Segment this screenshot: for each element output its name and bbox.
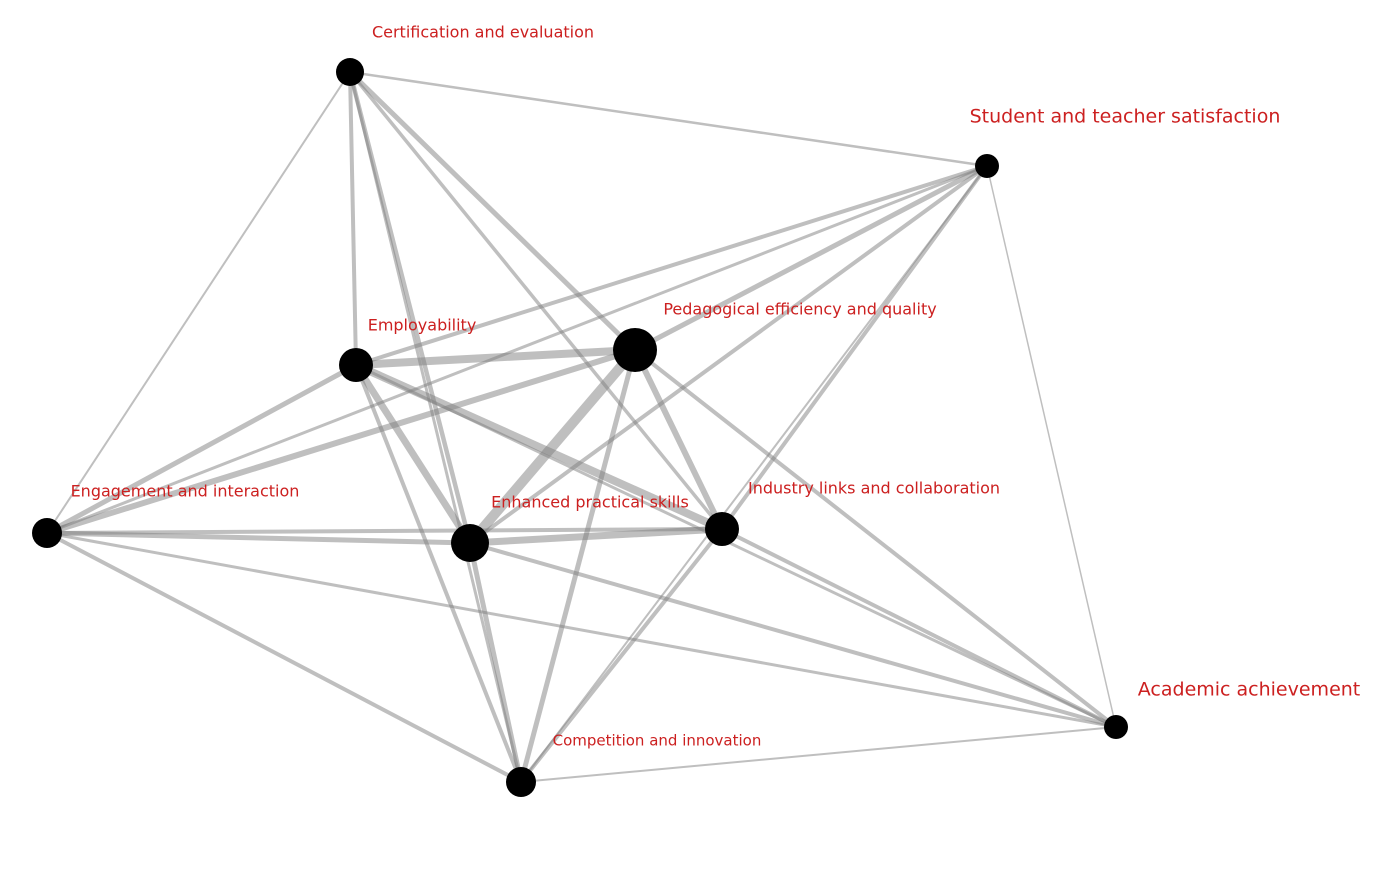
edge-enhanced_practical-academic bbox=[469, 541, 1117, 729]
edge-pedagogical-competition bbox=[518, 349, 638, 783]
edge-employability-competition bbox=[354, 364, 523, 783]
edge-industry_links-competition bbox=[519, 527, 724, 784]
node-industry_links bbox=[705, 512, 739, 546]
node-enhanced_practical bbox=[451, 524, 489, 562]
edge-student_satisfaction-enhanced_practical bbox=[468, 164, 989, 545]
edge-student_satisfaction-pedagogical bbox=[633, 163, 989, 353]
node-label-academic: Academic achievement bbox=[1138, 679, 1361, 701]
edge-pedagogical-engagement bbox=[46, 347, 636, 536]
node-label-industry_links: Industry links and collaboration bbox=[748, 479, 1000, 498]
edge-employability-industry_links bbox=[354, 361, 724, 533]
edge-certification-competition bbox=[348, 71, 523, 783]
node-certification bbox=[336, 58, 364, 86]
edge-student_satisfaction-engagement bbox=[46, 164, 988, 535]
edge-certification-engagement bbox=[46, 71, 351, 534]
node-competition bbox=[506, 767, 536, 797]
edge-pedagogical-enhanced_practical bbox=[466, 346, 639, 547]
node-label-pedagogical: Pedagogical efficiency and quality bbox=[663, 300, 936, 319]
edge-enhanced_practical-engagement bbox=[46, 530, 471, 546]
edge-engagement-academic bbox=[46, 531, 1117, 729]
node-engagement bbox=[32, 518, 62, 548]
node-academic bbox=[1104, 715, 1128, 739]
edge-student_satisfaction-industry_links bbox=[720, 164, 989, 531]
node-student_satisfaction bbox=[975, 154, 999, 178]
node-label-student_satisfaction: Student and teacher satisfaction bbox=[970, 106, 1281, 128]
edge-enhanced_practical-competition bbox=[467, 542, 524, 783]
node-label-engagement: Engagement and interaction bbox=[71, 482, 300, 501]
edge-employability-enhanced_practical bbox=[353, 363, 473, 545]
nodes-layer bbox=[32, 58, 1128, 797]
edge-industry_links-engagement bbox=[46, 527, 723, 535]
edge-engagement-competition bbox=[46, 531, 522, 784]
edge-student_satisfaction-academic bbox=[986, 165, 1117, 728]
node-label-certification: Certification and evaluation bbox=[372, 23, 594, 42]
node-label-employability: Employability bbox=[368, 316, 477, 335]
node-label-enhanced_practical: Enhanced practical skills bbox=[491, 493, 689, 512]
edge-pedagogical-academic bbox=[633, 348, 1118, 729]
edge-pedagogical-industry_links bbox=[632, 348, 725, 531]
node-label-competition: Competition and innovation bbox=[553, 732, 762, 750]
edge-certification-employability bbox=[348, 71, 358, 366]
edges-layer bbox=[45, 70, 1118, 784]
edge-student_satisfaction-competition bbox=[520, 165, 988, 783]
edge-employability-engagement bbox=[45, 362, 358, 536]
edge-employability-academic bbox=[355, 363, 1117, 729]
edge-industry_links-academic bbox=[721, 527, 1117, 729]
edge-academic-competition bbox=[520, 726, 1117, 783]
node-employability bbox=[339, 348, 373, 382]
edge-certification-industry_links bbox=[348, 70, 724, 531]
edge-certification-student_satisfaction bbox=[349, 70, 988, 168]
edge-student_satisfaction-employability bbox=[355, 164, 988, 367]
edge-certification-pedagogical bbox=[348, 70, 637, 352]
edge-employability-pedagogical bbox=[355, 346, 636, 369]
node-pedagogical bbox=[613, 328, 657, 372]
edge-enhanced_practical-industry_links bbox=[469, 525, 723, 547]
